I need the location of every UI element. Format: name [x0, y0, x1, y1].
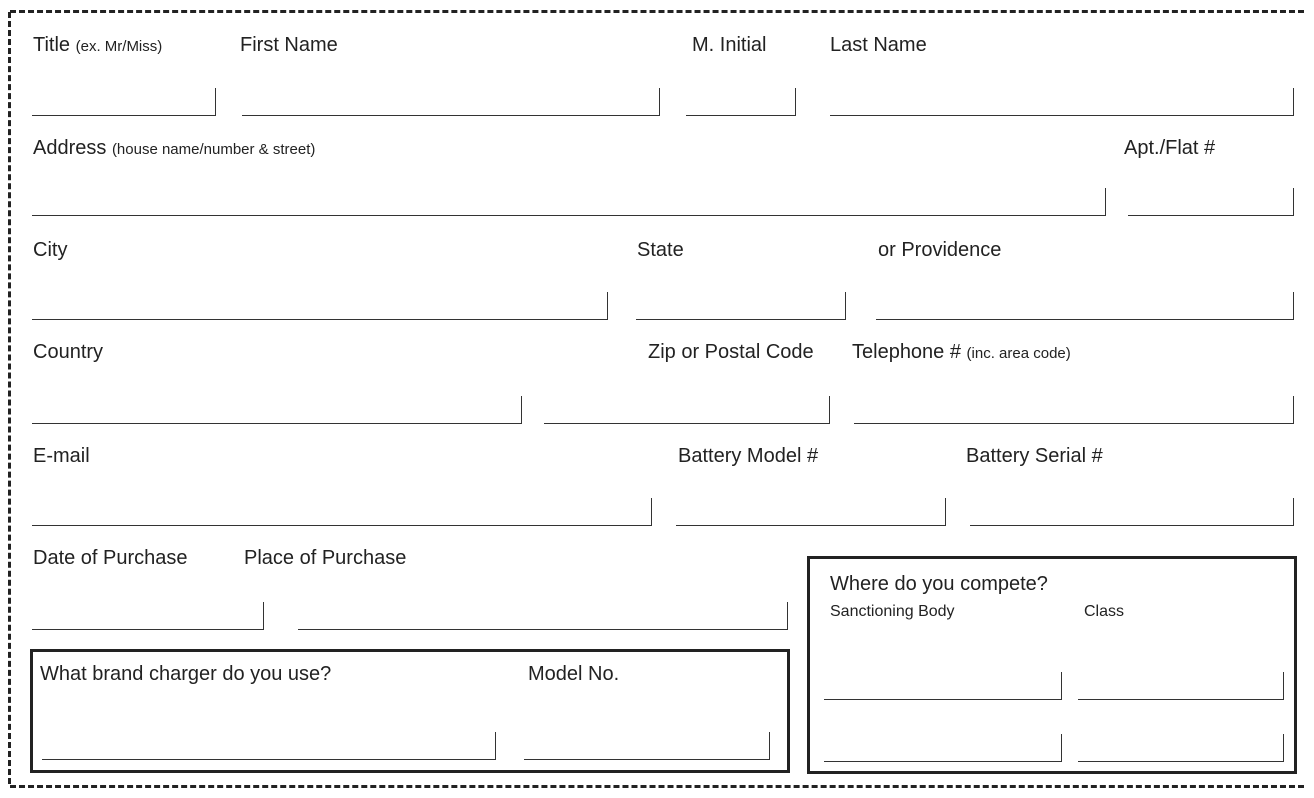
charger-box [30, 649, 790, 773]
country-field[interactable] [32, 396, 522, 424]
province-label: or Providence [878, 239, 1002, 261]
charger-model-label: Model No. [528, 663, 620, 685]
email-field[interactable] [32, 498, 652, 526]
place-of-purchase-label: Place of Purchase [244, 547, 407, 569]
date-of-purchase-field[interactable] [32, 602, 264, 630]
city-field[interactable] [32, 292, 608, 320]
zip-field[interactable] [544, 396, 830, 424]
city-label: City [33, 239, 68, 261]
sanctioning-body-field-2[interactable] [824, 734, 1062, 762]
address-field[interactable] [32, 188, 1106, 216]
dashed-border-bottom [10, 785, 1304, 788]
email-label: E-mail [33, 445, 90, 467]
place-of-purchase-field[interactable] [298, 602, 788, 630]
class-field-2[interactable] [1078, 734, 1284, 762]
middle-initial-label: M. Initial [692, 34, 767, 56]
apt-flat-field[interactable] [1128, 188, 1294, 216]
battery-serial-field[interactable] [970, 498, 1294, 526]
battery-serial-label: Battery Serial # [966, 445, 1103, 467]
compete-box [807, 556, 1297, 774]
battery-model-field[interactable] [676, 498, 946, 526]
first-name-field[interactable] [242, 88, 660, 116]
telephone-field[interactable] [854, 396, 1294, 424]
telephone-label: Telephone # (inc. area code) [852, 341, 1071, 363]
last-name-field[interactable] [830, 88, 1294, 116]
title-label: Title (ex. Mr/Miss) [33, 34, 163, 56]
apt-flat-label: Apt./Flat # [1124, 137, 1216, 159]
class-field-1[interactable] [1078, 672, 1284, 700]
state-field[interactable] [636, 292, 846, 320]
class-label: Class [1084, 603, 1125, 620]
province-field[interactable] [876, 292, 1294, 320]
date-of-purchase-label: Date of Purchase [33, 547, 188, 569]
address-label: Address (house name/number & street) [33, 137, 316, 159]
charger-model-field[interactable] [524, 732, 770, 760]
first-name-label: First Name [240, 34, 338, 56]
title-field[interactable] [32, 88, 216, 116]
sanctioning-body-label: Sanctioning Body [830, 603, 955, 620]
last-name-label: Last Name [830, 34, 927, 56]
state-label: State [637, 239, 684, 261]
middle-initial-field[interactable] [686, 88, 796, 116]
battery-model-label: Battery Model # [678, 445, 819, 467]
sanctioning-body-field-1[interactable] [824, 672, 1062, 700]
dashed-border-left [8, 12, 11, 784]
dashed-border-top [10, 10, 1304, 13]
compete-question: Where do you compete? [830, 573, 1048, 595]
country-label: Country [33, 341, 104, 363]
zip-label: Zip or Postal Code [648, 341, 814, 363]
charger-question: What brand charger do you use? [40, 663, 332, 685]
charger-brand-field[interactable] [42, 732, 496, 760]
